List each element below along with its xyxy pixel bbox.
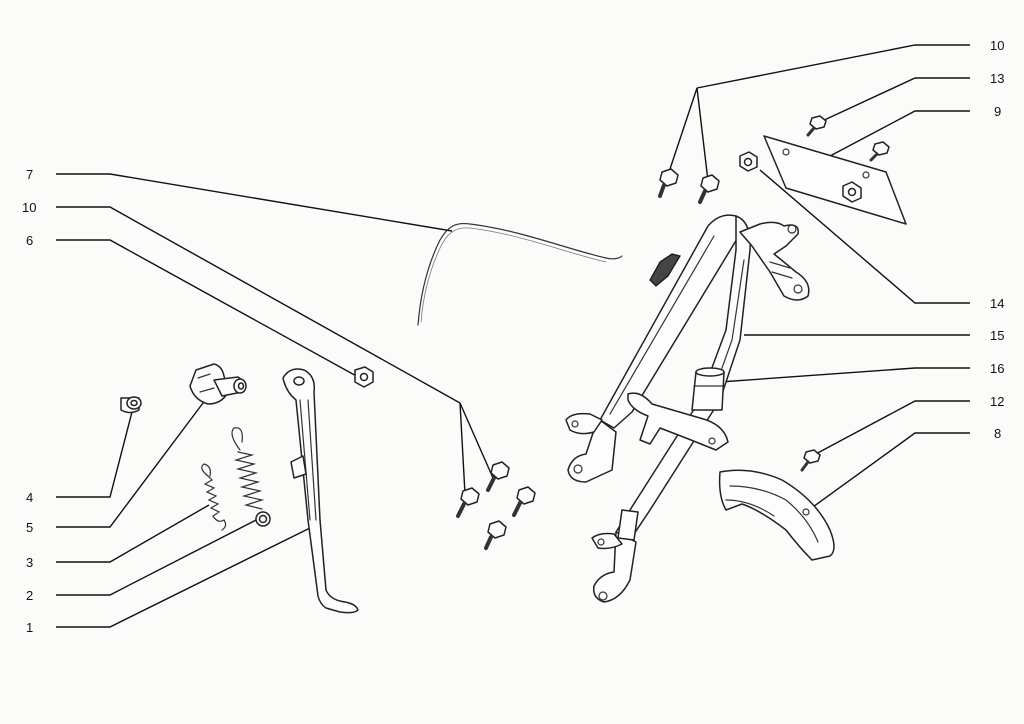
leader-line-16: [719, 367, 970, 383]
leader-line-9: [829, 110, 970, 157]
part-side-stand-1: [282, 368, 359, 614]
callout-4: 4: [26, 490, 33, 505]
leader-line-10-left: [56, 206, 461, 404]
leader-line-10-right-branch-b: [696, 87, 709, 182]
bolt-right-1: [658, 168, 679, 198]
callout-2: 2: [26, 588, 33, 603]
bolt-left-1: [486, 461, 510, 492]
callout-10-right: 10: [990, 38, 1004, 53]
leader-line-10-right: [696, 44, 970, 89]
callout-12: 12: [990, 394, 1004, 409]
bolt-left-3: [512, 486, 536, 517]
callout-16: 16: [990, 361, 1004, 376]
callout-6: 6: [26, 233, 33, 248]
leader-line-1: [56, 526, 313, 628]
leader-line-4: [56, 411, 133, 498]
callout-numbers: 7 10 6 4 5 3 2 1 10 13 9 14 15 16 12 8: [22, 38, 1004, 635]
leader-line-7: [56, 173, 453, 232]
part-spring-large-2: [231, 427, 271, 527]
part-wire-cable-inner: [420, 227, 607, 323]
leader-line-6: [56, 239, 361, 379]
leader-line-5: [56, 398, 207, 528]
leader-line-8: [805, 432, 970, 513]
part-center-stand-15: [565, 214, 810, 603]
part-screw-13: [806, 115, 827, 137]
part-wire-cable: [417, 222, 623, 326]
part-screw-12: [800, 449, 821, 472]
callout-13: 13: [990, 71, 1004, 86]
part-bushing-4: [120, 396, 142, 414]
part-screw-plate: [869, 141, 890, 162]
leader-line-13: [819, 77, 970, 123]
leader-line-14: [759, 169, 970, 304]
callout-10-left: 10: [22, 200, 36, 215]
part-sleeve-16: [691, 367, 725, 411]
part-nut-6: [354, 366, 374, 388]
part-bolts-right-group: [658, 168, 720, 204]
part-bolts-left-group: [456, 461, 536, 550]
part-guard-8: [718, 469, 835, 561]
callout-3: 3: [26, 555, 33, 570]
leader-lines: [56, 44, 970, 628]
leader-line-10-right-branch-a: [667, 87, 698, 176]
part-pivot-5: [189, 363, 247, 405]
callout-15: 15: [990, 328, 1004, 343]
bolt-right-2: [698, 174, 720, 204]
callout-8: 8: [994, 426, 1001, 441]
leader-line-12: [811, 400, 970, 457]
leader-line-10-left-branch-a: [459, 402, 494, 479]
callout-1: 1: [26, 620, 33, 635]
callout-9: 9: [994, 104, 1001, 119]
leader-line-10-left-branch-b: [459, 402, 466, 495]
part-nut-14: [739, 151, 758, 172]
leader-line-2: [56, 517, 261, 596]
part-spring-small-3: [201, 463, 227, 531]
bolt-left-2: [456, 487, 480, 518]
callout-14: 14: [990, 296, 1004, 311]
callout-5: 5: [26, 520, 33, 535]
bolt-left-4: [484, 520, 507, 550]
callout-7: 7: [26, 167, 33, 182]
plate-nut: [842, 181, 862, 203]
leader-line-3: [56, 504, 210, 563]
part-plate-9: [763, 135, 907, 225]
